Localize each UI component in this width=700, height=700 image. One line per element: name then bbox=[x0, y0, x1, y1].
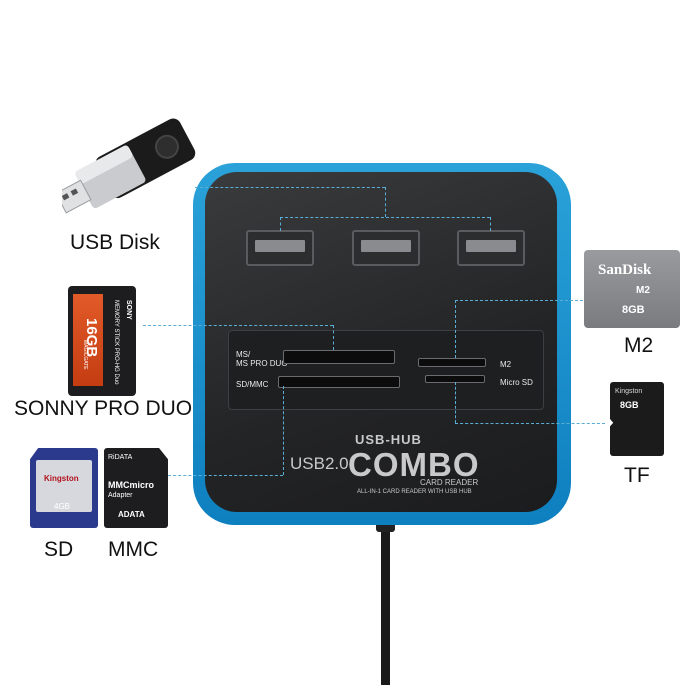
guide-m2-v bbox=[455, 300, 456, 358]
sd-slot[interactable] bbox=[278, 376, 400, 388]
usb-hub-label: USB-HUB bbox=[355, 432, 422, 447]
guide-tf-h bbox=[455, 423, 605, 424]
sandisk-brand: SanDisk bbox=[598, 262, 652, 278]
sandisk-capacity: 8GB bbox=[622, 304, 645, 316]
mmc-card bbox=[104, 448, 168, 528]
guide-m2-h bbox=[455, 300, 583, 301]
slot-label-m2: M2 bbox=[500, 360, 512, 369]
usb-port-3[interactable] bbox=[457, 230, 525, 266]
callout-tf: TF bbox=[624, 464, 650, 487]
tf-card bbox=[610, 382, 664, 456]
sandisk-m2-card bbox=[584, 250, 680, 328]
slot-label-ms: MS/ MS PRO DUO bbox=[236, 350, 288, 368]
callout-sonny-pro-duo: SONNY PRO DUO bbox=[14, 397, 193, 420]
guide-usb-right-v bbox=[490, 217, 491, 231]
callout-usb-disk: USB Disk bbox=[70, 231, 160, 254]
combo-brand: COMBO bbox=[348, 446, 480, 483]
mmc-brand: RiDATA bbox=[108, 454, 133, 461]
guide-usb-left bbox=[280, 217, 490, 218]
memory-stick-label-panel bbox=[73, 294, 103, 386]
callout-m2: M2 bbox=[624, 334, 654, 357]
ms-brand: SONY bbox=[125, 300, 132, 320]
combo-tagline: ALL-IN-1 CARD READER WITH USB HUB bbox=[357, 489, 472, 495]
slot-label-sd: SD/MMC bbox=[236, 380, 269, 389]
guide-ms-v bbox=[333, 325, 334, 350]
sd-brand: Kingston bbox=[44, 474, 79, 483]
guide-sd-v bbox=[283, 386, 284, 475]
guide-tf-v bbox=[455, 382, 456, 423]
sd-card-label bbox=[36, 460, 92, 512]
sandisk-type: M2 bbox=[636, 285, 650, 296]
mmc-sub: Adapter bbox=[108, 492, 133, 499]
usb-port-2[interactable] bbox=[352, 230, 420, 266]
ms-slot[interactable] bbox=[283, 350, 395, 364]
ms-line: MEMORY STICK PRO-HG Duo bbox=[113, 300, 119, 385]
usb-disk-image bbox=[62, 118, 196, 214]
usb-version-label: USB2.0 bbox=[290, 454, 349, 473]
usb-port-1[interactable] bbox=[246, 230, 314, 266]
mmc-type: MMCmicro bbox=[108, 480, 155, 490]
callout-mmc: MMC bbox=[108, 538, 159, 561]
mmc-maker: ADATA bbox=[118, 510, 145, 519]
ms-sub: MAGICGATE bbox=[82, 340, 88, 370]
slot-label-micro-sd: Micro SD bbox=[500, 378, 533, 387]
card-reader-label: CARD READER bbox=[420, 478, 479, 487]
tf-capacity: 8GB bbox=[620, 400, 639, 410]
guide-usb-disk-v bbox=[385, 187, 386, 217]
card-reader-panel bbox=[228, 330, 544, 410]
guide-ms-h bbox=[143, 325, 333, 326]
guide-usb-disk-h bbox=[195, 187, 385, 188]
m2-slot[interactable] bbox=[418, 358, 486, 367]
sd-capacity: 4GB bbox=[54, 502, 71, 511]
usb-cable bbox=[381, 515, 390, 685]
guide-usb-left-v bbox=[280, 217, 281, 231]
callout-sd: SD bbox=[44, 538, 74, 561]
guide-sd-h bbox=[168, 475, 283, 476]
tf-brand: Kingston bbox=[615, 388, 643, 395]
